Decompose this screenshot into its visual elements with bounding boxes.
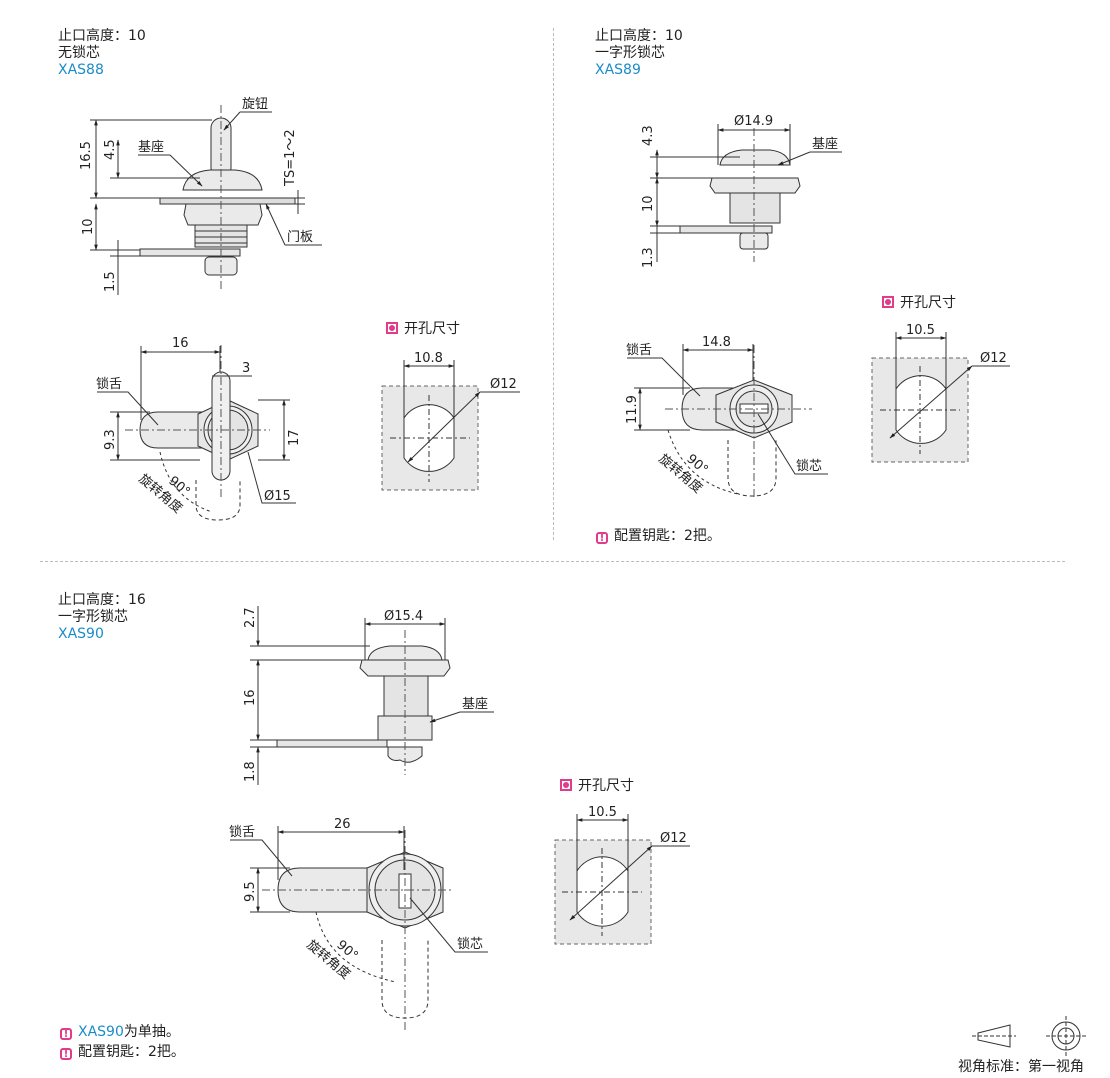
tongue-side-c	[276, 739, 388, 748]
dim-b-h4: 11.9	[625, 395, 640, 424]
section-b-core: 一字形锁芯	[595, 45, 665, 61]
xas90-front-view	[277, 851, 444, 1019]
dim-a-w1: 16	[172, 336, 189, 351]
horizontal-divider	[40, 561, 1065, 562]
body-b	[729, 192, 781, 224]
dim-a-h1: 16.5	[79, 141, 94, 170]
xas88-side-view	[139, 117, 296, 276]
dim-b-d: Ø14.9	[734, 114, 773, 129]
label-base-a: 基座	[138, 140, 164, 155]
tongue-rotated-b	[727, 440, 777, 497]
dim-a-ts: TS=1～2	[283, 129, 298, 187]
hole-a-title-text: 开孔尺寸	[404, 321, 460, 337]
first-angle-projection-symbol	[972, 1016, 1086, 1056]
note-b-keys-text: 配置钥匙：2把。	[614, 528, 721, 544]
hole-c-title-text: 开孔尺寸	[578, 778, 634, 794]
door-panel	[159, 197, 296, 205]
note-c-line1: ! XAS90为单抽。	[60, 1022, 185, 1042]
marker-icon	[386, 322, 398, 334]
section-a-core: 无锁芯	[58, 45, 100, 61]
hole-a	[381, 360, 520, 491]
section-b-height: 止口高度：10	[595, 28, 683, 44]
marker-icon	[560, 779, 572, 791]
note-c-code: XAS90	[78, 1024, 124, 1040]
hole-b-title: 开孔尺寸	[882, 292, 956, 312]
xas89-side-view	[679, 149, 801, 250]
tongue-rotated	[195, 480, 241, 521]
hole-a-d: Ø12	[490, 377, 517, 392]
dim-a-h4: 1.5	[103, 271, 118, 292]
xas90-side-view	[276, 645, 451, 763]
section-b-code: XAS89	[595, 62, 641, 78]
hole-c-title: 开孔尺寸	[560, 775, 634, 795]
dim-b-w1: 14.8	[702, 335, 731, 350]
note-c-rest: 为单抽。	[123, 1024, 180, 1040]
dim-c-h2: 16	[243, 689, 258, 706]
dim-a-w2: 3	[242, 361, 250, 376]
hole-c	[554, 814, 690, 945]
dim-b-h3: 1.3	[641, 247, 656, 268]
hole-b-d: Ø12	[980, 351, 1007, 366]
label-tongue-a: 锁舌	[96, 376, 122, 392]
section-a-header: 止口高度：10 无锁芯 XAS88	[58, 28, 146, 79]
hole-c-w: 10.5	[588, 805, 617, 820]
dim-c-d: Ø15.4	[384, 609, 423, 624]
dim-a-h3: 10	[81, 218, 96, 235]
label-base-b: 基座	[812, 137, 838, 152]
hole-b-w: 10.5	[906, 323, 935, 338]
dim-c-h4: 9.5	[243, 881, 258, 902]
dim-b-h1: 4.3	[641, 125, 656, 146]
section-c-header: 止口高度：16 一字形锁芯 XAS90	[58, 592, 146, 643]
label-tongue-c: 锁舌	[229, 824, 255, 840]
label-tongue-b: 锁舌	[626, 342, 652, 358]
note-c-keys: 配置钥匙：2把。	[78, 1044, 185, 1060]
dim-a-h2: 4.5	[103, 139, 118, 160]
dim-c-h3: 1.8	[243, 761, 258, 782]
label-core-b: 锁芯	[796, 458, 822, 474]
hole-b-title-text: 开孔尺寸	[900, 295, 956, 311]
section-b-header: 止口高度：10 一字形锁芯 XAS89	[595, 28, 683, 79]
dim-a-d: Ø15	[264, 489, 291, 504]
section-a-code: XAS88	[58, 62, 104, 78]
dim-a-h5: 9.3	[103, 429, 118, 450]
dim-c-w1: 26	[334, 817, 351, 832]
hole-a-w: 10.8	[414, 351, 443, 366]
dim-c-h1: 2.7	[243, 607, 258, 628]
hole-c-d: Ø12	[660, 831, 687, 846]
hole-b	[871, 332, 1010, 463]
warning-icon: !	[60, 1048, 72, 1060]
note-c-line2: ! 配置钥匙：2把。	[60, 1042, 185, 1062]
label-door: 门板	[287, 230, 313, 245]
dim-b-h2: 10	[641, 195, 656, 212]
tongue-side-b	[679, 225, 773, 234]
note-c: ! XAS90为单抽。 ! 配置钥匙：2把。	[60, 1022, 185, 1062]
tongue-side	[139, 248, 241, 257]
body-c1	[383, 675, 429, 717]
nut-shape	[183, 203, 263, 226]
section-c-height: 止口高度：16	[58, 592, 146, 608]
nut-b	[709, 177, 801, 194]
dim-a-h6: 17	[287, 429, 302, 446]
label-knob: 旋钮	[242, 97, 268, 112]
label-core-c: 锁芯	[457, 936, 483, 952]
section-a-height: 止口高度：10	[58, 28, 146, 44]
vertical-divider	[553, 28, 554, 540]
base-dome	[182, 169, 263, 191]
view-standard-label: 视角标准：第一视角	[958, 1059, 1084, 1075]
base-dome-b	[719, 149, 791, 166]
section-c-core: 一字形锁芯	[58, 609, 128, 625]
hole-a-title: 开孔尺寸	[386, 318, 460, 338]
marker-icon	[882, 296, 894, 308]
warning-icon: !	[60, 1028, 72, 1040]
xas88-front-view	[139, 371, 259, 521]
warning-icon: !	[596, 532, 608, 544]
section-c-code: XAS90	[58, 626, 104, 642]
note-b-keys: ! 配置钥匙：2把。	[596, 526, 721, 546]
label-base-c: 基座	[462, 697, 488, 712]
